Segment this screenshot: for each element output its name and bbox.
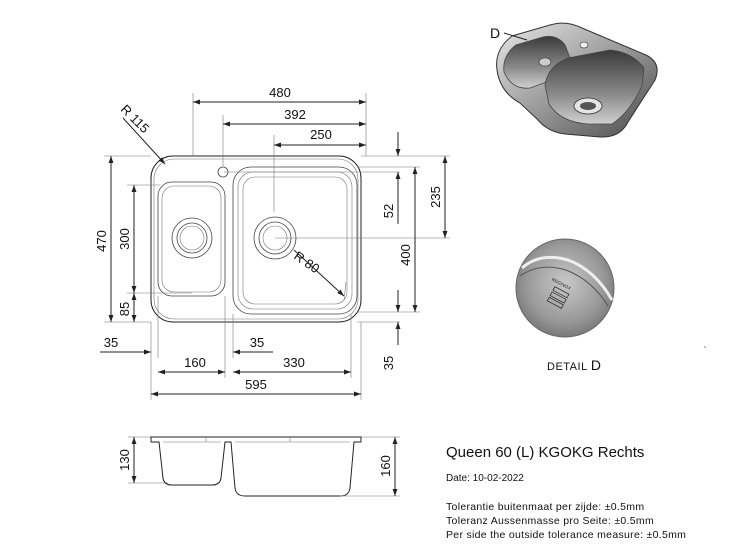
dim-235: 235 — [428, 186, 443, 208]
dim-480: 480 — [269, 85, 291, 100]
dim-392: 392 — [284, 107, 306, 122]
detail-marker: D — [490, 25, 500, 41]
sink-3d-render — [496, 22, 658, 138]
dim-160-side: 160 — [378, 455, 393, 477]
dim-300: 300 — [117, 228, 132, 250]
drawing-date: Date: 10-02-2022 — [446, 473, 524, 484]
left-dimension-lines — [104, 155, 192, 323]
dim-130: 130 — [117, 449, 132, 471]
dim-52: 52 — [381, 204, 396, 218]
tolerance-en: Per side the outside tolerance measure: … — [446, 529, 687, 541]
dim-160-bottom: 160 — [184, 355, 206, 370]
dim-595: 595 — [245, 377, 267, 392]
detail-caption-letter: D — [590, 357, 602, 373]
detail-caption-prefix: DETAIL — [547, 361, 588, 373]
dim-85: 85 — [117, 302, 132, 316]
dim-35-left: 35 — [104, 335, 118, 350]
right-dimension-lines — [224, 132, 450, 345]
dim-400: 400 — [398, 244, 413, 266]
top-dimension-lines — [122, 93, 367, 212]
drawing-title: Queen 60 (L) KGOKG Rechts — [446, 444, 645, 461]
dim-470: 470 — [94, 230, 109, 252]
sink-top-view — [150, 155, 362, 323]
dim-330: 330 — [283, 355, 305, 370]
dim-35-right: 35 — [381, 356, 396, 370]
dim-250: 250 — [310, 127, 332, 142]
dim-35-mid: 35 — [250, 335, 264, 350]
tolerance-de: Toleranz Aussenmasse pro Seite: ±0.5mm — [446, 515, 655, 527]
sink-side-view — [128, 436, 400, 497]
detail-d-view: REGINOX — [515, 238, 615, 338]
r80-leader — [293, 249, 345, 297]
tolerance-nl: Tolerantie buitenmaat per zijde: ±0.5mm — [446, 501, 645, 513]
detail-caption: DETAIL D — [547, 357, 601, 373]
bottom-dimension-lines — [100, 296, 362, 400]
